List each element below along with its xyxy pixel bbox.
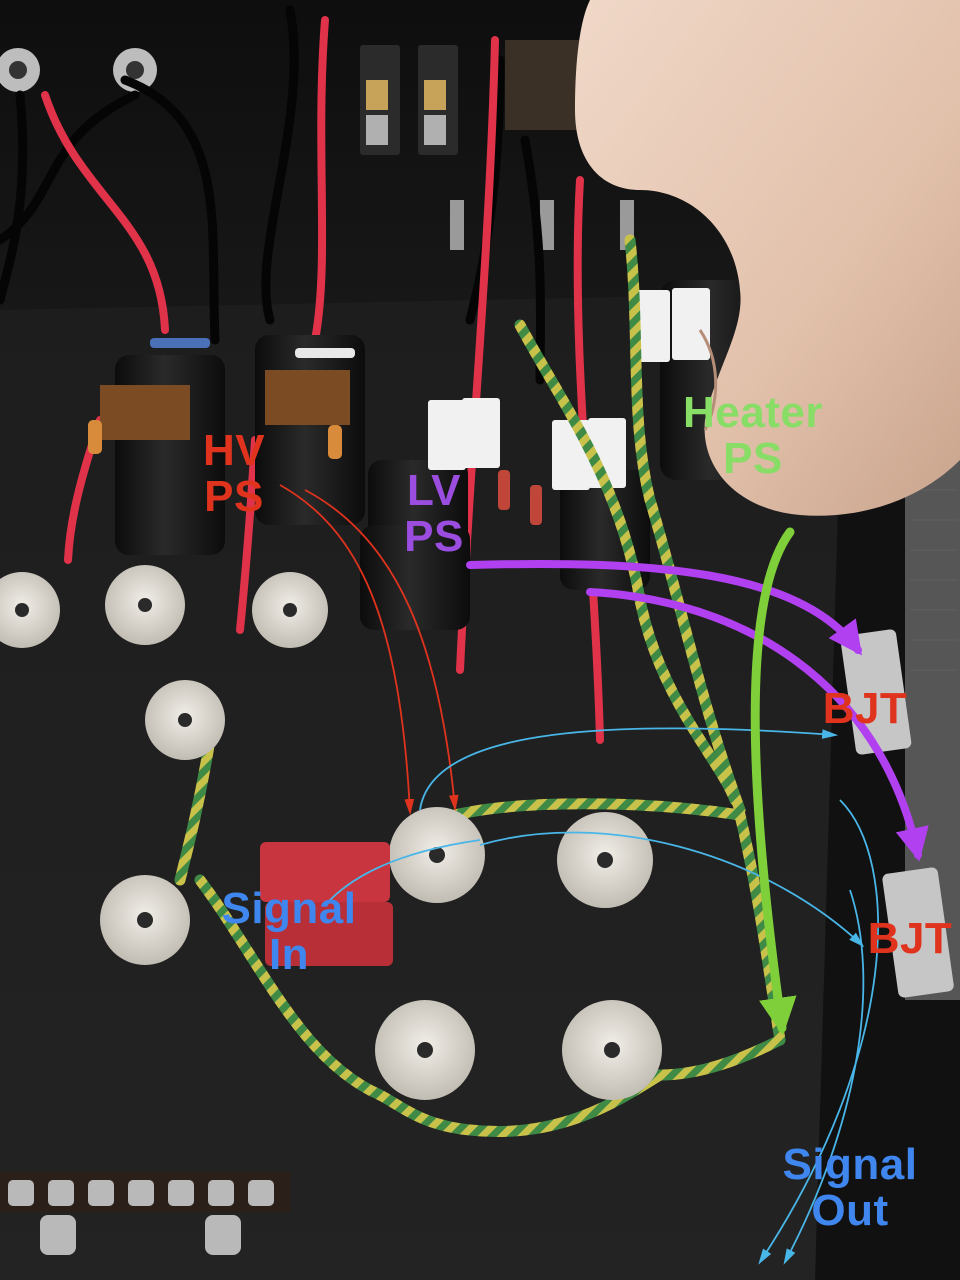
red-film-capacitor: [260, 842, 393, 966]
hv-ps-label: HV PS: [186, 428, 282, 520]
hv-ps-capacitors: [88, 335, 365, 555]
ac-inlet-switches: [360, 40, 585, 155]
heater-ps-label-line2: PS: [723, 434, 783, 483]
bjt-upper-label: BJT: [806, 686, 924, 732]
hv-ps-routing-lines: [279, 484, 459, 816]
bjt-upper-label-text: BJT: [822, 684, 908, 733]
bjt-transistor-lower: [882, 867, 954, 998]
signal-in-label: Signal In: [204, 886, 374, 978]
signal-routing-lines: [329, 727, 879, 1265]
signal-out-label-line1: Signal: [782, 1140, 918, 1189]
hv-ps-label-line2: PS: [204, 472, 264, 521]
lv-ps-label: LV PS: [386, 468, 482, 560]
lv-ps-label-line2: PS: [404, 512, 464, 561]
hv-ps-label-line1: HV: [202, 426, 266, 475]
bjt-lower-label-text: BJT: [867, 914, 953, 963]
chassis-floor: [0, 290, 960, 1280]
lv-ps-label-line1: LV: [407, 466, 461, 515]
signal-in-label-line2: In: [268, 930, 310, 979]
bjt-lower-label: BJT: [860, 916, 960, 962]
lv-ps-arrows: [466, 559, 929, 862]
heater-ps-arrow: [750, 527, 797, 1036]
heater-ps-label-line1: Heater: [683, 388, 823, 437]
signal-out-label: Signal Out: [750, 1142, 950, 1234]
fuse-holders: [450, 200, 634, 250]
terminal-strip: [0, 1172, 290, 1255]
hand: [575, 0, 960, 516]
signal-in-label-line1: Signal: [221, 884, 357, 933]
lv-ps-capacitors: [360, 398, 650, 630]
signal-out-label-line2: Out: [811, 1186, 889, 1235]
heater-ps-label: Heater PS: [656, 390, 850, 482]
